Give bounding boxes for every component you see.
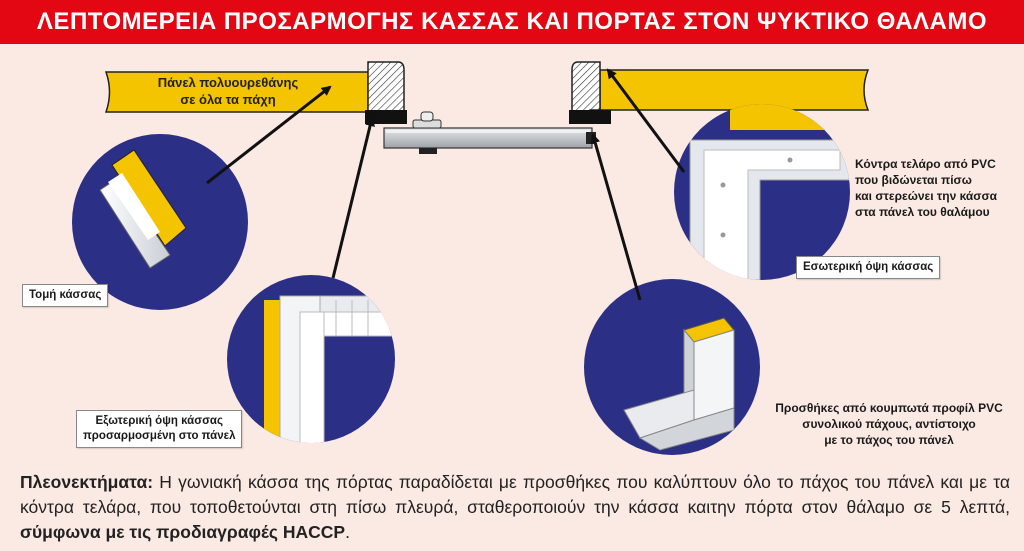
counterframe-callout: Κόντρα τελάρο από PVC που βιδώνεται πίσω… bbox=[855, 156, 1020, 220]
exterior-view-circle bbox=[227, 275, 395, 443]
interior-view-circle bbox=[674, 104, 850, 280]
right-frame-section bbox=[569, 61, 611, 124]
interior-view-label-text: Εσωτερική όψη κάσσας bbox=[803, 261, 934, 273]
section-view-label: Τομή κάσσας bbox=[22, 284, 109, 307]
advantages-body: Η γωνιακή κάσσα της πόρτας παραδίδεται μ… bbox=[20, 472, 1010, 517]
exterior-view-label-line1: Εξωτερική όψη κάσσας bbox=[95, 415, 223, 427]
door-leaf bbox=[383, 111, 596, 154]
advantages-end: . bbox=[345, 522, 350, 542]
extensions-line3: με το πάχος του πάνελ bbox=[824, 433, 954, 447]
title-bar: ΛΕΠΤΟΜΕΡΕΙΑ ΠΡΟΣΑΡΜΟΓΗΣ ΚΑΣΣΑΣ ΚΑΙ ΠΟΡΤΑ… bbox=[0, 0, 1024, 44]
extensions-callout: Προσθήκες από κουμπωτά προφίλ PVC συνολι… bbox=[764, 400, 1014, 448]
extensions-circle bbox=[584, 279, 760, 455]
left-frame-section bbox=[365, 61, 407, 124]
counterframe-line2: που βιδώνεται πίσω bbox=[855, 173, 972, 187]
panel-label-line2: σε όλα τα πάχη bbox=[180, 92, 276, 107]
pointer-arrows bbox=[206, 68, 686, 301]
counterframe-line3: και στερεώνει την κάσσα bbox=[855, 189, 998, 203]
extensions-line1: Προσθήκες από κουμπωτά προφίλ PVC bbox=[775, 401, 1003, 415]
right-panel bbox=[599, 69, 870, 111]
left-panel bbox=[104, 71, 369, 113]
page-title: ΛΕΠΤΟΜΕΡΕΙΑ ΠΡΟΣΑΡΜΟΓΗΣ ΚΑΣΣΑΣ ΚΑΙ ΠΟΡΤΑ… bbox=[36, 8, 988, 35]
extensions-line2: συνολικού πάχους, αντίστοιχο bbox=[802, 417, 976, 431]
exterior-view-label-line2: προσαρμοσμένη στο πάνελ bbox=[83, 430, 236, 442]
section-view-circle bbox=[72, 134, 248, 310]
advantages-heading: Πλεονεκτήματα: bbox=[20, 472, 154, 492]
section-view-label-text: Τομή κάσσας bbox=[29, 289, 102, 301]
advantages-paragraph: Πλεονεκτήματα: Η γωνιακή κάσσα της πόρτα… bbox=[20, 470, 1010, 545]
counterframe-line1: Κόντρα τελάρο από PVC bbox=[855, 157, 996, 171]
interior-view-label: Εσωτερική όψη κάσσας bbox=[796, 256, 941, 279]
panel-label-line1: Πάνελ πολυουρεθάνης bbox=[157, 75, 299, 90]
exterior-view-label: Εξωτερική όψη κάσσας προσαρμοσμένη στο π… bbox=[76, 410, 243, 448]
advantages-emphasis: σύμφωνα με τις προδιαγραφές HACCP bbox=[20, 522, 346, 542]
panel-label: Πάνελ πολυουρεθάνης σε όλα τα πάχη bbox=[128, 74, 328, 108]
counterframe-line4: στα πάνελ του θαλάμου bbox=[855, 205, 990, 219]
